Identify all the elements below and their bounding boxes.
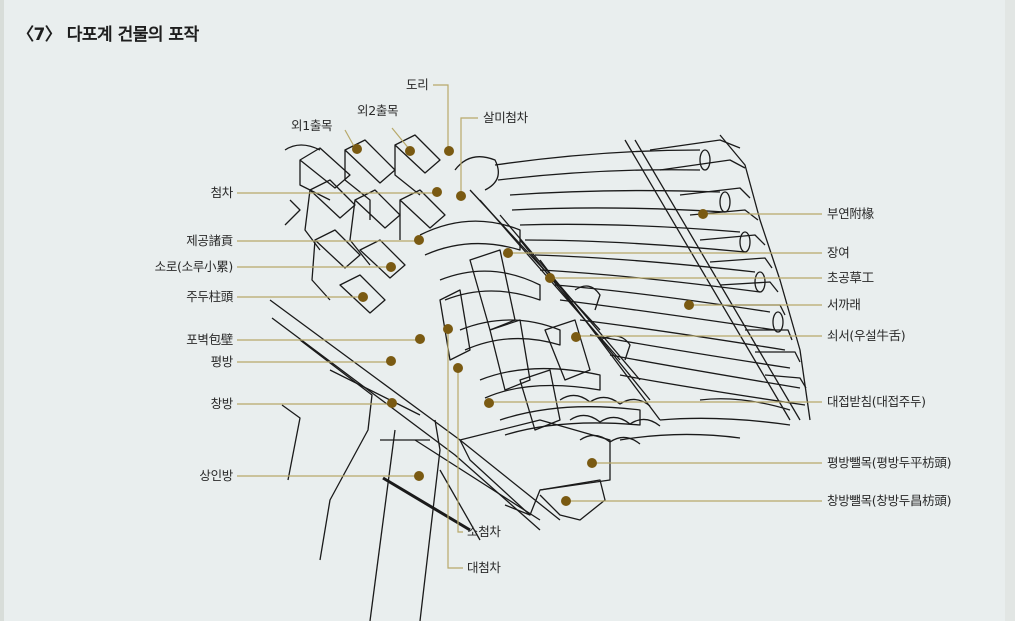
marker-dot-buyeon	[698, 209, 708, 219]
bracket-block	[349, 189, 401, 266]
page-edge-left	[0, 0, 4, 621]
label-jangyeo: 장여	[827, 245, 850, 260]
label-cheomcha: 첨차	[210, 185, 234, 200]
rafter	[519, 223, 741, 233]
corner-bracket	[539, 479, 606, 521]
bracket-block	[394, 134, 441, 196]
label-salmi-cheomcha: 살미첨차	[483, 110, 528, 125]
label-changbang: 창방	[210, 396, 234, 411]
leader-socheomcha	[457, 368, 463, 533]
bracket-block	[299, 147, 351, 201]
label-seokkarae: 서까래	[827, 297, 861, 312]
marker-dots	[352, 144, 708, 506]
rafter	[534, 254, 756, 273]
marker-dot-chogong	[545, 273, 555, 283]
curved-arm	[439, 270, 541, 301]
rafter	[494, 149, 701, 166]
bracket-block	[304, 179, 356, 251]
label-oe2-chulmok: 외2출목	[357, 103, 399, 118]
marker-dot-oe2-chulmok	[405, 146, 415, 156]
label-socheomcha: 소첨차	[467, 524, 501, 539]
marker-dot-jangyeo	[503, 248, 513, 258]
beam-line	[329, 369, 421, 416]
page-edge-right	[1005, 0, 1015, 621]
leader-oe1-chulmok	[344, 129, 356, 149]
marker-dot-oe1-chulmok	[352, 144, 362, 154]
label-pyeongbang: 평방	[210, 354, 234, 369]
marker-dot-changbang	[387, 398, 397, 408]
label-pobyeok: 포벽包壁	[186, 332, 233, 347]
rafter	[509, 189, 721, 196]
leader-daecheomcha	[447, 330, 463, 569]
structure-lines	[269, 134, 811, 621]
label-sanginbang: 상인방	[199, 468, 233, 483]
post-line	[281, 404, 301, 481]
sill-line	[382, 476, 471, 532]
post-line	[419, 419, 441, 621]
label-pyeongbang-ppelmok: 평방뺄목(평방두平枋頭)	[827, 455, 952, 470]
beam-line	[414, 439, 541, 521]
marker-dot-cheomcha	[432, 187, 442, 197]
marker-dot-pobyeok	[415, 334, 425, 344]
beam-line	[439, 469, 481, 541]
beam-line	[269, 299, 561, 521]
marker-dot-socheomcha	[453, 363, 463, 373]
post-line	[369, 429, 396, 621]
label-judu: 주두柱頭	[186, 289, 233, 304]
bracket-block	[311, 229, 361, 301]
curved-arm	[419, 220, 521, 256]
marker-dot-soeseo	[571, 332, 581, 342]
curved-arm	[499, 406, 641, 436]
beam-line	[271, 317, 541, 531]
label-soro: 소로(소루小累)	[154, 259, 234, 274]
bracket-block	[359, 239, 406, 279]
leader-oe2-chulmok	[391, 127, 411, 151]
leader-dori	[433, 84, 449, 150]
marker-dot-seokkarae	[684, 300, 694, 310]
label-buyeon: 부연附椽	[827, 206, 874, 221]
marker-dot-judu	[358, 292, 368, 302]
label-oe1-chulmok: 외1출목	[291, 118, 333, 133]
bracket-block	[339, 274, 386, 314]
eave-edge	[719, 134, 811, 421]
marker-dot-dori	[444, 146, 454, 156]
label-chogong: 초공草工	[827, 270, 874, 285]
purlin-diagonal	[624, 139, 791, 421]
marker-dot-pyeongbang-ppelmok	[587, 458, 597, 468]
marker-dot-daejeop	[484, 398, 494, 408]
figure-title: 〈7〉 다포계 건물의 포작	[17, 25, 199, 45]
marker-dot-sanginbang	[414, 471, 424, 481]
label-changbang-ppelmok: 창방뺄목(창방두昌枋頭)	[827, 493, 952, 508]
rafter	[579, 319, 786, 351]
label-dori: 도리	[406, 77, 429, 92]
marker-dot-soro	[386, 262, 396, 272]
bracket-block	[399, 189, 446, 240]
label-daejeop: 대접받침(대접주두)	[827, 394, 926, 409]
wall-edge	[299, 339, 373, 561]
label-daecheomcha: 대첨차	[467, 560, 501, 575]
marker-dot-jegong	[414, 235, 424, 245]
scroll-head	[454, 156, 499, 191]
marker-dot-changbang-ppelmok	[561, 496, 571, 506]
rafter	[554, 284, 771, 313]
curved-arm	[479, 367, 601, 399]
curved-arm	[459, 319, 561, 351]
leader-salmi-cheomcha	[460, 117, 478, 195]
label-jegong: 제공諸貢	[186, 233, 233, 248]
label-soeseo: 쇠서(우설牛舌)	[827, 328, 906, 343]
leader-lines	[237, 84, 822, 569]
marker-dot-salmi-cheomcha	[456, 191, 466, 201]
marker-dot-daecheomcha	[443, 324, 453, 334]
marker-dot-pyeongbang	[386, 356, 396, 366]
